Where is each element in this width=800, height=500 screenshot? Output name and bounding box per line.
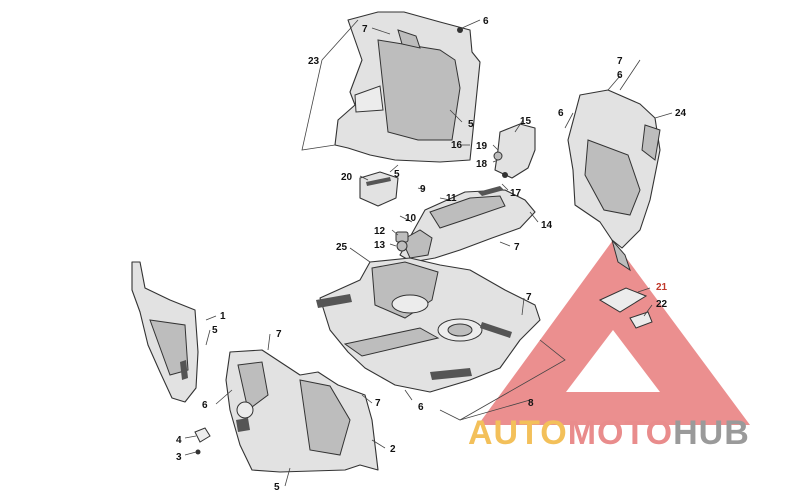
callout-20: 20: [341, 172, 353, 183]
callout-18: 18: [476, 159, 488, 170]
callout-5: 5: [274, 482, 280, 493]
callout-21: 21: [656, 282, 668, 293]
callout-5: 5: [212, 325, 218, 336]
callout-19: 19: [476, 141, 488, 152]
callout-14: 14: [541, 220, 553, 231]
callout-6: 6: [418, 402, 424, 413]
part-1-left-front-panel: [131, 261, 199, 403]
part-22-fastener: [629, 311, 653, 329]
watermark-auto: AUTO: [468, 414, 568, 452]
callout-25: 25: [336, 242, 348, 253]
leader-lines: [184, 19, 673, 487]
part-20-bracket: [359, 171, 399, 207]
watermark-hub: HUB: [673, 414, 750, 452]
callout-8: 8: [528, 398, 534, 409]
callout-9: 9: [420, 184, 426, 195]
callout-13: 13: [374, 240, 386, 251]
callout-11: 11: [446, 193, 457, 204]
watermark-logo: AUTOMOTOHUB: [468, 414, 750, 453]
part-25-floor-tub: [316, 257, 541, 393]
callout-3: 3: [176, 452, 182, 463]
part-21-bracket: [598, 287, 648, 313]
callout-4: 4: [176, 435, 182, 446]
callout-10: 10: [405, 213, 417, 224]
part-12-13-fittings: [395, 231, 409, 252]
callout-6: 6: [558, 108, 564, 119]
part-23-left-side-panel: [334, 11, 481, 163]
callout-22: 22: [656, 299, 668, 310]
callout-7: 7: [276, 329, 282, 340]
part-14-center-console: [399, 186, 536, 263]
callout-6: 6: [483, 16, 489, 27]
callout-5: 5: [394, 169, 400, 180]
callout-2: 2: [390, 444, 396, 455]
callout-24: 24: [675, 108, 687, 119]
part-2-lower-front-panel: [225, 349, 379, 473]
watermark-triangle-logo: [478, 240, 750, 425]
callout-labels: 23 7 6 5 5 20 9 16 19 15 18 17 11 10 12 …: [176, 16, 687, 493]
callout-15: 15: [520, 116, 532, 127]
callout-6: 6: [202, 400, 208, 411]
callout-6: 6: [617, 70, 623, 81]
callout-23: 23: [308, 56, 320, 67]
part-15-console-upper: [493, 123, 536, 179]
callout-12: 12: [374, 226, 386, 237]
callout-7: 7: [526, 292, 532, 303]
part-4-clip: [194, 427, 211, 443]
watermark-moto: MOTO: [567, 414, 674, 452]
part-3-screw: [195, 449, 201, 455]
callout-5: 5: [468, 119, 474, 130]
callout-7: 7: [362, 24, 368, 35]
callout-1: 1: [220, 311, 226, 322]
callout-7: 7: [375, 398, 381, 409]
callout-7: 7: [514, 242, 520, 253]
part-24-right-side-panel: [567, 89, 661, 272]
callout-7: 7: [617, 56, 623, 67]
callout-16: 16: [451, 140, 463, 151]
callout-17: 17: [510, 188, 522, 199]
